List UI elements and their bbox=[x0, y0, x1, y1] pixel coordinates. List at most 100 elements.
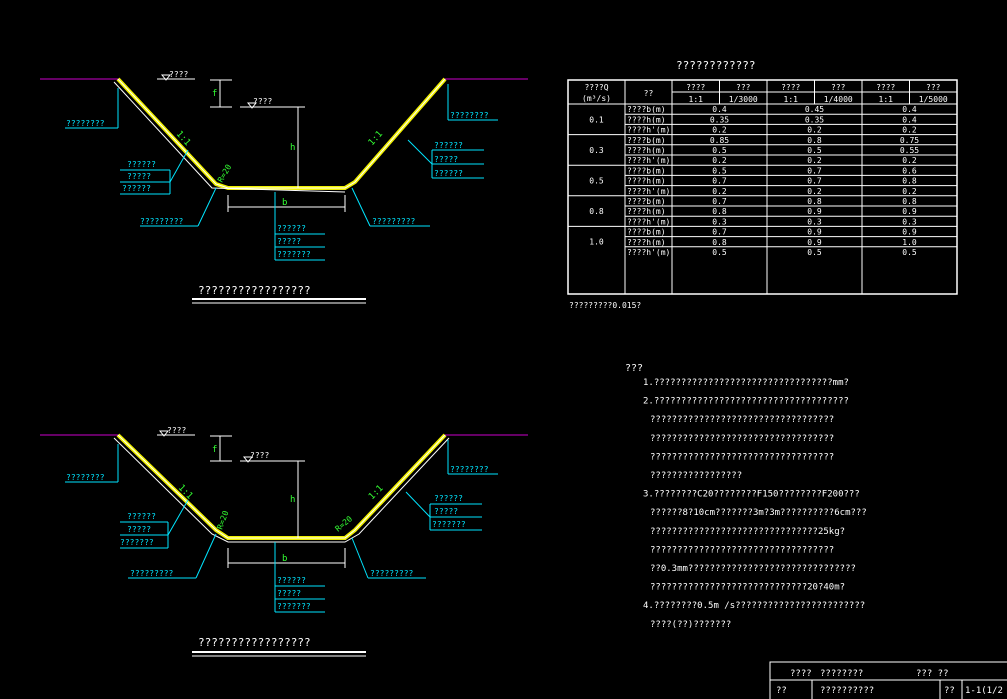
table-header-q: ????Q bbox=[584, 83, 608, 92]
table-group-a: ???? bbox=[686, 83, 705, 92]
table-cell-value: 0.5 bbox=[807, 248, 822, 257]
table-title: ???????????? bbox=[676, 59, 755, 72]
water-level-label: ???? bbox=[253, 97, 272, 106]
table-cell-value: 0.4 bbox=[902, 105, 917, 114]
slope-left-label-2: 1:1 bbox=[176, 483, 195, 502]
right-list-leader-2 bbox=[405, 491, 431, 518]
table-group-slope: 1:1 bbox=[689, 95, 704, 104]
table-cell-value: 0.8 bbox=[902, 177, 917, 186]
note-line: ???????????????????????????????25kg? bbox=[650, 527, 845, 537]
table-cell-value: 0.8 bbox=[712, 238, 727, 247]
table-group-grade: 1/5000 bbox=[919, 95, 948, 104]
notes-lines: 1.?????????????????????????????????mm?2.… bbox=[643, 378, 867, 630]
corner-radius-label-left: R=20 bbox=[215, 509, 230, 530]
left-list-item-1: ?????? bbox=[127, 160, 156, 169]
dim-b-label: b bbox=[282, 198, 287, 208]
dim-f-label: f bbox=[212, 89, 217, 99]
table-item-name: ????h(m) bbox=[627, 238, 666, 247]
title-block: ???? ???????? ??? ?? ?? ?????????? ?? 1-… bbox=[769, 661, 1007, 699]
left-list-item-2: ????? bbox=[127, 172, 151, 181]
table-q-value: 0.1 bbox=[589, 115, 604, 124]
dim-h-label: h bbox=[290, 143, 295, 153]
left-callout-1: ???????? bbox=[66, 119, 105, 128]
table-group-b: ??? bbox=[736, 83, 751, 92]
table-header-q-unit: (m³/s) bbox=[582, 94, 611, 103]
channel-outer-line bbox=[113, 81, 346, 193]
table-item-name: ????h(m) bbox=[627, 146, 666, 155]
table-cell-value: 0.3 bbox=[712, 217, 727, 226]
notes-block: ??? 1.?????????????????????????????????m… bbox=[625, 363, 867, 630]
drawing-2-title: ????????????????? bbox=[198, 636, 311, 649]
note-line: 2.???????????????????????????????????? bbox=[643, 397, 849, 407]
table-item-name: ????h'(m) bbox=[627, 156, 670, 165]
right-bottom-callout-leader bbox=[351, 187, 371, 227]
left-bottom-callout-leader-2 bbox=[195, 533, 217, 579]
water-level-label-2: ???? bbox=[250, 451, 269, 460]
cross-section-1: ???? ???? h f b 1:1 1:1 R=20 ???????? ??… bbox=[40, 70, 528, 304]
table-cell-value: 0.7 bbox=[712, 177, 727, 186]
table-cell-value: 0.45 bbox=[805, 105, 824, 114]
table-group-grade: 1/4000 bbox=[824, 95, 853, 104]
table-cell-value: 0.9 bbox=[902, 228, 917, 237]
table-cell-value: 0.8 bbox=[902, 197, 917, 206]
table-cell-value: 0.2 bbox=[902, 187, 917, 196]
table-group-b: ??? bbox=[926, 83, 941, 92]
table-item-name: ????h'(m) bbox=[627, 126, 670, 135]
table-cell-value: 0.5 bbox=[712, 248, 727, 257]
note-line: ?????????????????????????????????? bbox=[650, 434, 834, 444]
note-line: 3.????????C20????????F150????????F200??? bbox=[643, 490, 860, 500]
dim-b-label-2: b bbox=[282, 554, 287, 564]
channel-outline bbox=[117, 78, 446, 189]
table-group-slope: 1:1 bbox=[879, 95, 894, 104]
titleblock-r2c3: ?? bbox=[944, 686, 955, 696]
table-cell-value: 0.7 bbox=[807, 177, 822, 186]
table-cell-value: 0.7 bbox=[807, 166, 822, 175]
dim-h-label-2: h bbox=[290, 495, 295, 505]
design-level-symbol bbox=[160, 74, 172, 81]
right-bottom-callout-2: ????????? bbox=[370, 569, 414, 578]
note-line: 4.????????0.5m /s???????????????????????… bbox=[643, 601, 865, 611]
right-list-leader bbox=[407, 139, 433, 165]
right-callout-2: ???????? bbox=[450, 465, 489, 474]
table-item-name: ????h(m) bbox=[627, 177, 666, 186]
right-callout: ???????? bbox=[450, 111, 489, 120]
channel-lining bbox=[116, 77, 447, 190]
bottom-list-item-3: ??????? bbox=[277, 250, 311, 259]
table-q-value: 1.0 bbox=[589, 238, 604, 247]
table-item-name: ????b(m) bbox=[627, 197, 666, 206]
table-cell-value: 0.7 bbox=[712, 197, 727, 206]
left-bottom-callout-2: ????????? bbox=[130, 569, 174, 578]
table-item-name: ????b(m) bbox=[627, 105, 666, 114]
table-item-name: ????b(m) bbox=[627, 228, 666, 237]
table-cell-value: 0.9 bbox=[807, 238, 822, 247]
table-cell-value: 0.85 bbox=[710, 136, 729, 145]
slope-left-label: 1:1 bbox=[174, 129, 192, 148]
table-cell-value: 0.35 bbox=[710, 115, 729, 124]
table-cell-value: 0.75 bbox=[900, 136, 919, 145]
table-cell-value: 0.3 bbox=[807, 217, 822, 226]
water-level-symbol bbox=[246, 102, 258, 109]
design-level-symbol-2 bbox=[158, 430, 170, 437]
table-q-value: 0.8 bbox=[589, 207, 604, 216]
table-cell-value: 0.2 bbox=[807, 126, 822, 135]
note-line: ?????????????????????????????????? bbox=[650, 545, 834, 555]
titleblock-r2c1: ?? bbox=[776, 686, 787, 696]
design-level-label-2: ???? bbox=[167, 426, 186, 435]
table-group-a: ???? bbox=[781, 83, 800, 92]
left-list-item-3: ?????? bbox=[122, 184, 151, 193]
table-cell-value: 0.2 bbox=[807, 156, 822, 165]
water-level-symbol-2 bbox=[242, 456, 254, 463]
right-list-item-3-2: ??????? bbox=[432, 520, 466, 529]
bottom-list-item-1: ?????? bbox=[277, 224, 306, 233]
table-item-name: ????h(m) bbox=[627, 115, 666, 124]
right-list-item-2: ????? bbox=[434, 155, 458, 164]
titleblock-r2c2: ?????????? bbox=[820, 686, 874, 696]
note-line: ????(??)??????? bbox=[650, 620, 731, 630]
note-line: ??0.3mm??????????????????????????????? bbox=[650, 564, 856, 574]
titleblock-r1c1: ???? bbox=[790, 669, 812, 679]
note-line: ?????????????????????????????20?40m? bbox=[650, 583, 845, 593]
table-cell-value: 0.2 bbox=[902, 126, 917, 135]
table-cell-value: 0.2 bbox=[712, 187, 727, 196]
